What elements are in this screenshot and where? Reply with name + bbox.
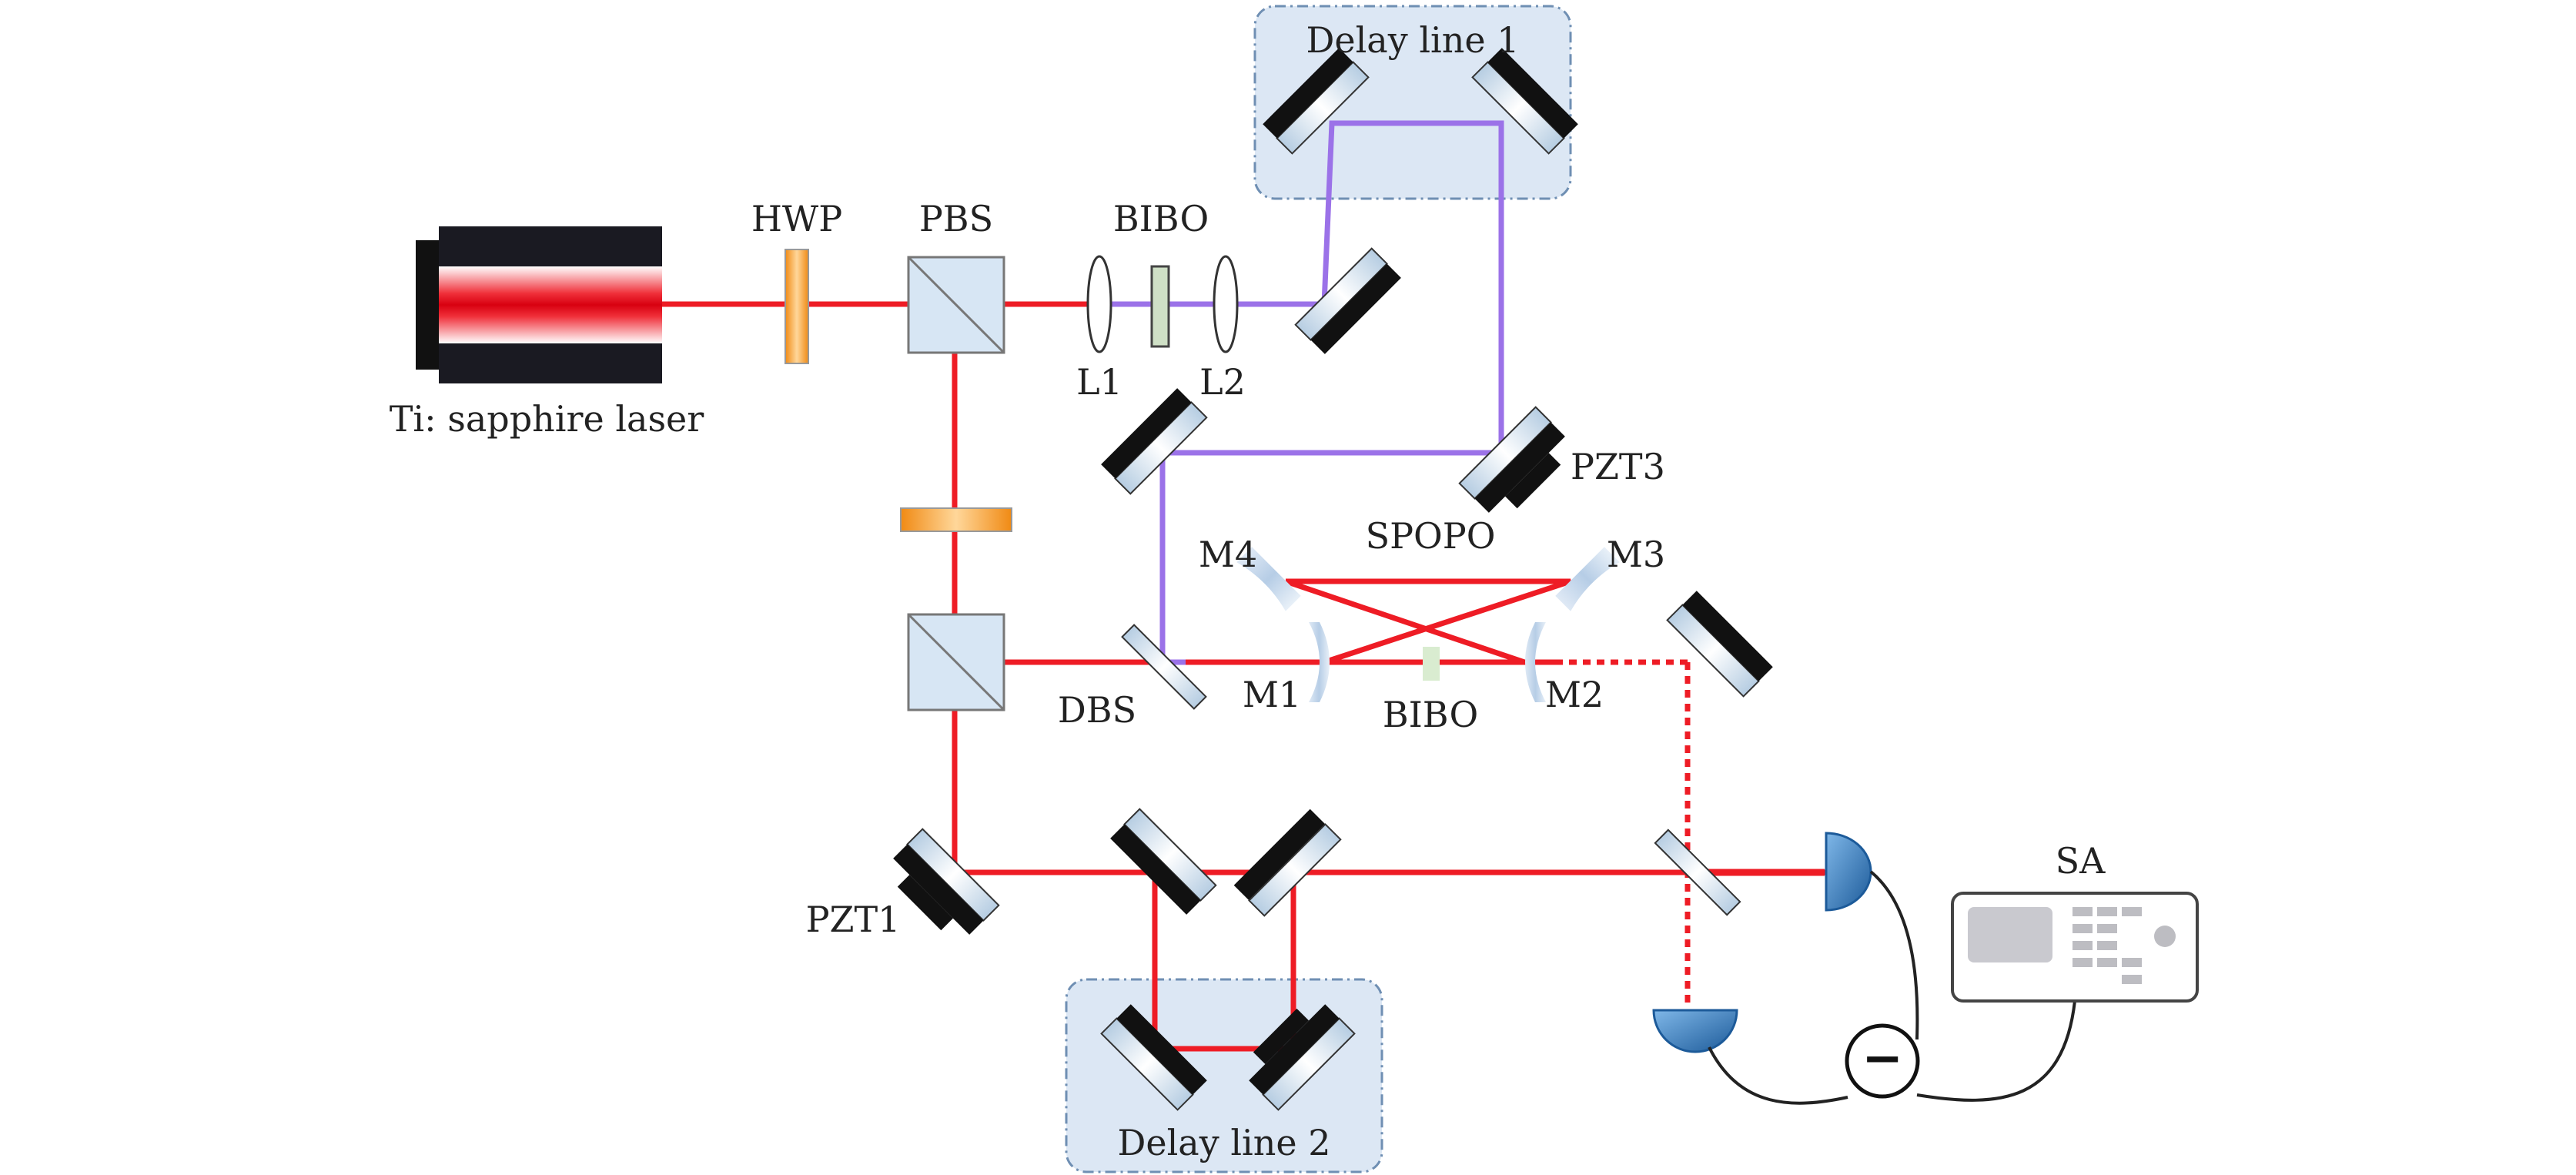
pzt1-label: PZT1 (806, 899, 901, 940)
homodyne-splitter (1654, 829, 1741, 916)
l2-label: L2 (1199, 361, 1246, 403)
dbs-label: DBS (1058, 689, 1136, 731)
cavity-mirror-m4 (1236, 547, 1301, 611)
laser-head-icon (416, 226, 662, 383)
spectrum-analyzer-icon (1951, 892, 2199, 1003)
mirror-output (1666, 591, 1773, 698)
bibo-cavity-label: BIBO (1383, 694, 1478, 735)
subtractor-icon (1845, 1023, 1920, 1099)
bibo-crystal (1150, 265, 1170, 348)
mirror-violet-steer (1294, 247, 1401, 354)
hwp-label: HWP (751, 198, 842, 239)
mirror-delay2-bottom-right (1249, 1004, 1356, 1111)
m4-label: M4 (1199, 534, 1257, 575)
pbs-label: PBS (919, 198, 993, 239)
m3-label: M3 (1607, 534, 1665, 575)
bibo-top-label: BIBO (1113, 198, 1209, 239)
waveplate-2 (900, 507, 1012, 532)
pbs-cube-2 (907, 613, 1005, 711)
photodetector-icon (1825, 832, 1872, 912)
laser-label: Ti: sapphire laser (390, 398, 704, 440)
mirror-pzt3 (1458, 406, 1565, 513)
subtract-symbol: − (1862, 1030, 1903, 1087)
m1-label: M1 (1243, 674, 1301, 715)
mirror-violet-return (1101, 388, 1208, 495)
cavity-bibo-crystal (1423, 647, 1440, 681)
mirror-delay2-top-right (1233, 808, 1342, 917)
delay-line-2-label: Delay line 2 (1117, 1122, 1330, 1163)
sa-label: SA (2056, 840, 2106, 882)
pzt3-label: PZT3 (1571, 446, 1665, 487)
mirror-delay1-right (1471, 48, 1578, 155)
cables (1708, 870, 2076, 1105)
mirror-delay1-left (1263, 48, 1370, 155)
delay-line-1-label: Delay line 1 (1306, 19, 1519, 61)
lens-l1 (1086, 255, 1112, 353)
pbs-cube (907, 256, 1005, 354)
cavity-mirror-m3 (1555, 547, 1620, 611)
cavity-mirror-m1 (1309, 622, 1330, 702)
red-dotted-beams (1555, 659, 1825, 1009)
spopo-label: SPOPO (1366, 515, 1496, 557)
hwp-waveplate (785, 249, 809, 364)
mirror-delay2-top-left (1110, 808, 1217, 915)
mirror-pzt1 (893, 828, 1000, 935)
mirror-delay2-bottom-left (1100, 1004, 1207, 1111)
cavity-mirror-m2 (1525, 622, 1546, 702)
l1-label: L1 (1076, 361, 1122, 403)
m2-label: M2 (1545, 674, 1604, 715)
dbs-splitter (1121, 624, 1207, 710)
lens-l2 (1213, 255, 1239, 353)
photodetector-icon (1652, 1009, 1738, 1053)
